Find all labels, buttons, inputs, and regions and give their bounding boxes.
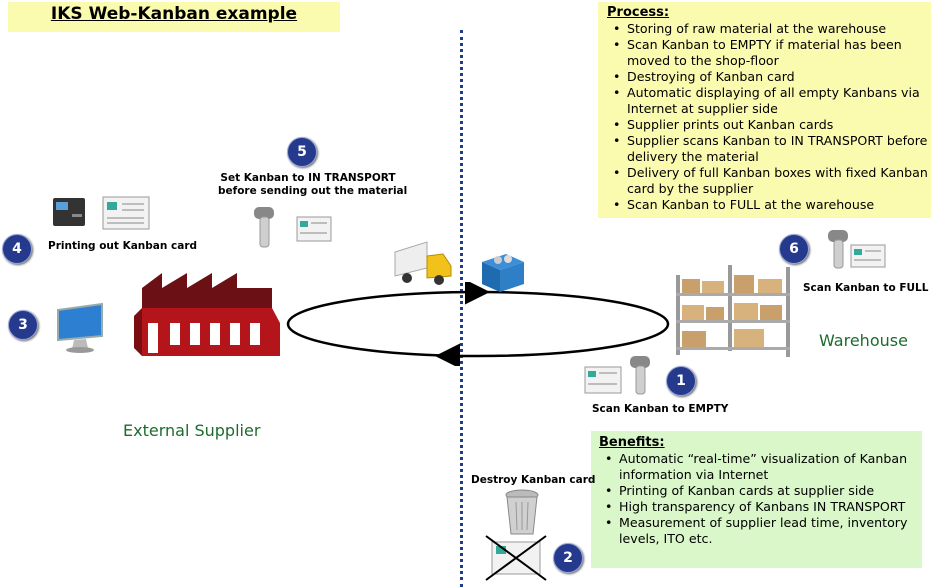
step-1-label: Scan Kanban to EMPTY (592, 403, 729, 415)
warehouse-icon (676, 265, 790, 357)
process-panel: Process: Storing of raw material at the … (598, 2, 931, 218)
kanban-card-icon (850, 244, 886, 268)
scanner-icon (254, 207, 274, 248)
kanban-card-icon (102, 196, 150, 230)
step-4-badge: 4 (2, 234, 32, 264)
step-2-label: Destroy Kanban card (471, 474, 596, 486)
truck-icon (394, 241, 452, 285)
step-5-label: Set Kanban to IN TRANSPORT before sendin… (218, 172, 408, 198)
process-list: Storing of raw material at the warehouse… (607, 21, 931, 213)
step-5-label-line1: Set Kanban to IN TRANSPORT (220, 172, 396, 184)
benefits-list: Automatic “real-time” visualization of K… (599, 451, 922, 547)
benefits-panel: Benefits: Automatic “real-time” visualiz… (591, 431, 922, 568)
destroyed-card-icon (485, 535, 547, 581)
step-5-badge: 5 (287, 137, 317, 167)
supplier-label: External Supplier (123, 421, 261, 440)
monitor-icon (57, 302, 103, 353)
trash-icon (505, 489, 539, 535)
warehouse-label: Warehouse (819, 331, 908, 350)
step-6-label: Scan Kanban to FULL (803, 282, 929, 294)
benefits-item: Measurement of supplier lead time, inven… (599, 515, 922, 547)
step-6-badge: 6 (779, 234, 809, 264)
page-title: IKS Web-Kanban example (50, 4, 298, 24)
process-item: Scan Kanban to FULL at the warehouse (607, 197, 931, 213)
factory-icon (134, 273, 280, 356)
step-2-badge: 2 (553, 543, 583, 573)
benefits-item: Automatic “real-time” visualization of K… (599, 451, 922, 483)
process-item: Scan Kanban to EMPTY if material has bee… (607, 37, 931, 69)
step-4-label: Printing out Kanban card (48, 240, 198, 252)
step-3-badge: 3 (8, 310, 38, 340)
process-item: Automatic displaying of all empty Kanban… (607, 85, 931, 117)
process-item: Supplier scans Kanban to IN TRANSPORT be… (607, 133, 931, 165)
process-item: Supplier prints out Kanban cards (607, 117, 931, 133)
kanban-card-icon (584, 366, 622, 394)
cycle-loop (286, 282, 670, 366)
kanban-box-icon (482, 254, 524, 292)
benefits-item: Printing of Kanban cards at supplier sid… (599, 483, 922, 499)
process-item: Destroying of Kanban card (607, 69, 931, 85)
step-5-label-line2: before sending out the material (218, 185, 408, 197)
title-banner (8, 2, 340, 32)
boundary-line (460, 30, 463, 587)
kanban-card-icon (296, 216, 332, 242)
benefits-heading: Benefits: (599, 435, 665, 450)
scanner-icon (828, 230, 848, 269)
printer-icon (53, 198, 85, 226)
scanner-icon (630, 356, 650, 395)
process-item: Storing of raw material at the warehouse (607, 21, 931, 37)
process-heading: Process: (607, 5, 670, 20)
step-1-badge: 1 (666, 366, 696, 396)
process-item: Delivery of full Kanban boxes with fixed… (607, 165, 931, 197)
benefits-item: High transparency of Kanbans IN TRANSPOR… (599, 499, 922, 515)
